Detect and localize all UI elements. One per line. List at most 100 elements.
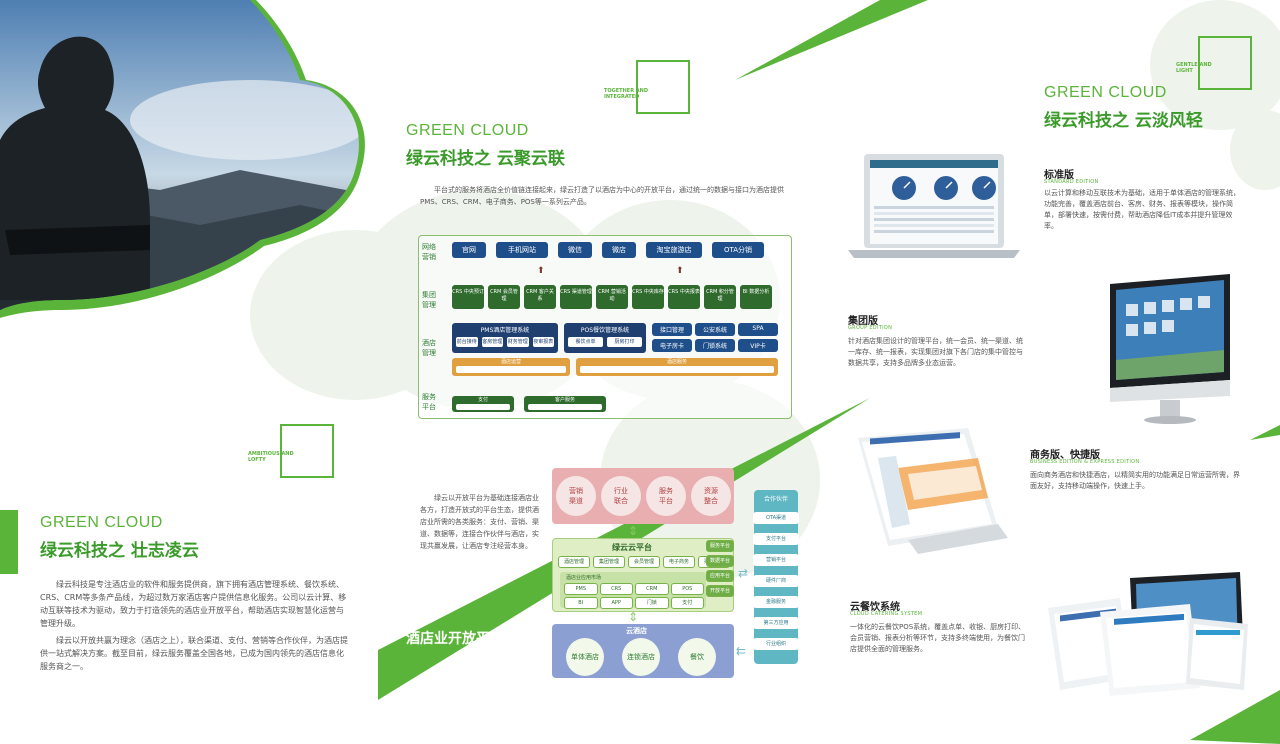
tag-label-ambitious: AMBITIOUS AND LOFTY	[248, 451, 294, 463]
tag-box-together	[636, 60, 690, 114]
diagram-sub-title: 酒店业应用市场	[566, 575, 602, 581]
row-label-group: 集团管理	[422, 291, 436, 309]
sub-chip-7: 门锁	[635, 597, 669, 609]
partner-item-6: 第三方应用	[753, 617, 799, 629]
bg-cloud-5	[1150, 0, 1280, 130]
group-item-2: CRM 会员管理	[488, 285, 520, 309]
side-chip-3: 应用平台	[706, 570, 734, 582]
diagram-side-left: 服务平台 数据平台 应用平台 开放平台	[706, 540, 734, 597]
sub-chip-3: CRM	[635, 583, 669, 595]
imac-image	[1104, 270, 1236, 426]
channel-row: 官网 手机网站 微信 微店 淘宝旅游店 OTA分销	[452, 242, 782, 258]
diagram-top-node-2: 行业 联合	[601, 476, 641, 516]
tag-box-gentle	[1198, 36, 1252, 90]
imac-svg	[1110, 274, 1230, 424]
group-item-7: CRS 中央报表	[668, 285, 700, 309]
center-chip-2: 集团管理	[593, 556, 625, 568]
diagram-arrow-left: ⇇	[736, 644, 747, 658]
row-label-service: 服务平台	[422, 393, 436, 411]
partner-item-7: 行业组织	[753, 638, 799, 650]
partner-item-5: 金融服务	[753, 596, 799, 608]
diagram-arrow-down-1: ⇕	[628, 524, 639, 538]
row-label-net: 网络营销	[422, 243, 436, 261]
misc-item-6: VIP卡	[738, 339, 778, 352]
center-chip-4: 电子商务	[663, 556, 695, 568]
misc-item-2: 公安系统	[695, 323, 735, 336]
catering-devices-svg	[1048, 572, 1248, 696]
left-accent-bar	[0, 510, 18, 574]
pos-item-1: 餐饮点单	[567, 336, 604, 348]
bottom-node-1: 单体酒店	[566, 638, 604, 676]
partner-item-3: 营销平台	[753, 554, 799, 566]
group-row: CRS 中央预订 CRM 会员管理 CRM 客户关系 CRS 渠道管理 CRM …	[452, 285, 782, 309]
diagram-center-title: 绿云云平台	[612, 543, 652, 552]
product-2-subtitle: GROUP EDITION	[848, 325, 893, 331]
row-label-hotel: 酒店管理	[422, 339, 436, 357]
pms-item-1: 前台接待	[455, 336, 479, 348]
bottom-node-3: 餐饮	[678, 638, 716, 676]
panel2-platform-paragraph: 绿云以开放平台为基础连接酒店业各方，打造开放式的平台生态，提供酒店业所需的各类服…	[420, 494, 539, 550]
sub-chip-4: POS	[670, 583, 704, 595]
arrow-up-2: ⬆	[676, 266, 684, 276]
product-1-text: 以云计算和移动互联技术为基础，适用于单体酒店的管理系统，功能完善，覆盖酒店前台、…	[1044, 189, 1240, 230]
group-item-4: CRS 渠道管理	[560, 285, 592, 309]
pos-title: POS餐饮管理系统	[580, 327, 630, 334]
product-3-title: 商务版、快捷版	[1030, 450, 1100, 461]
product-2-title: 集团版	[848, 316, 878, 327]
misc-item-4: 电子房卡	[652, 339, 692, 352]
diagram-center-chips: 酒店管理 集团管理 会员管理 电子商务 渠道直连	[558, 556, 730, 568]
sub-chip-5: BI	[564, 597, 598, 609]
misc-grid: 接口管理 公安系统 SPA 电子房卡 门锁系统 VIP卡	[652, 323, 778, 352]
channel-taobao: 淘宝旅游店	[646, 242, 702, 258]
side-chip-4: 开放平台	[706, 585, 734, 597]
pms-title: PMS酒店管理系统	[480, 327, 530, 334]
business-screens-image	[848, 428, 1018, 556]
partner-item-2: 支付平台	[753, 533, 799, 545]
pms-block: PMS酒店管理系统 前台接待 客房管理 财务管理 夜审报表	[452, 323, 558, 353]
panel1-green-cloud-en: GREEN CLOUD	[40, 514, 163, 531]
panel1-paragraph-1: 绿云科技是专注酒店业的软件和服务提供商，旗下拥有酒店管理系统、餐饮系统、CRS、…	[40, 580, 347, 628]
diagram-top-node-1: 营销 渠道	[556, 476, 596, 516]
diagram-right-title: 合作伙伴	[763, 496, 788, 503]
side-chip-1: 服务平台	[706, 540, 734, 552]
product-3-text: 面向商务酒店和快捷酒店，以精简实用的功能满足日常运营所需，界面友好，支持移动端操…	[1030, 471, 1240, 490]
product-1-title: 标准版	[1044, 170, 1074, 181]
laptop-svg	[848, 154, 1020, 258]
pms-item-2: 客房管理	[480, 336, 504, 348]
hotel-orange-1-label: 酒店运营	[500, 359, 521, 365]
service-a-label: 支付	[477, 397, 488, 403]
product-4-subtitle: CLOUD CATERING SYSTEM	[850, 611, 923, 617]
bottom-node-2: 连锁酒店	[622, 638, 660, 676]
group-item-3: CRM 客户关系	[524, 285, 556, 309]
group-item-6: CRS 中央库存	[632, 285, 664, 309]
bg-cloud-6	[1230, 110, 1280, 190]
catering-devices-image	[1040, 568, 1252, 698]
laptop-image	[844, 152, 1024, 264]
arrow-up-1: ⬆	[537, 266, 545, 276]
panel2-green-cloud-cn: 绿云科技之 云聚云联	[406, 149, 565, 169]
sub-chip-1: PMS	[564, 583, 598, 595]
service-block-b: 客户服务	[524, 396, 606, 412]
product-1-subtitle: STANDARD EDITION	[1044, 179, 1099, 185]
center-chip-1: 酒店管理	[558, 556, 590, 568]
tag-box-ambitious	[280, 424, 334, 478]
sub-chip-8: 支付	[670, 597, 704, 609]
panel2-green-cloud-en: GREEN CLOUD	[406, 122, 529, 139]
diagram-arrow-right: ⇄	[738, 566, 749, 580]
side-chip-2: 数据平台	[706, 555, 734, 567]
partner-item-1: OTA渠道	[753, 512, 799, 524]
diagram-top-node-3: 服务 平台	[646, 476, 686, 516]
product-3-subtitle: BUSINESS EDITION & EXPRESS EDITION	[1030, 459, 1140, 465]
panel2-intro: 平台式的服务将酒店全价值链连接起来，绿云打造了以酒店为中心的开放平台，通过统一的…	[420, 186, 784, 206]
hotel-orange-1: 酒店运营	[452, 358, 570, 376]
group-item-5: CRM 营销活动	[596, 285, 628, 309]
diagram-top-node-4: 资源 整合	[691, 476, 731, 516]
diagram-bottom-title: 云酒店	[626, 627, 647, 635]
panel3-green-cloud-en: GREEN CLOUD	[1044, 84, 1167, 101]
channel-mobile-site: 手机网站	[496, 242, 548, 258]
sub-chip-2: CRS	[599, 583, 633, 595]
channel-ota: OTA分销	[712, 242, 764, 258]
panel1-green-cloud-cn: 绿云科技之 壮志凌云	[40, 541, 199, 561]
hotel-orange-2: 酒店服务	[576, 358, 778, 376]
panel1-paragraph-2: 绿云以开放共赢为理念（酒店之上），联合渠道、支付、营销等合作伙伴，为酒店提供一站…	[40, 636, 348, 671]
